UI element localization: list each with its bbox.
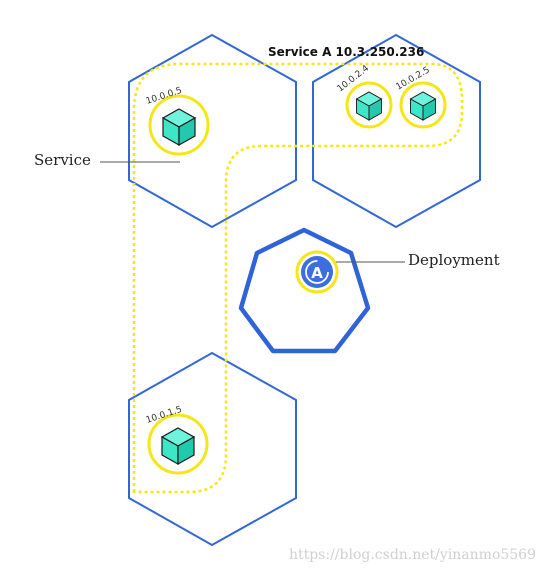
node-hexagon-top-right [312,33,481,229]
node-hexagon-top-left [128,33,297,229]
service-boundary [132,62,464,494]
deployment-heptagon [238,227,371,354]
deployment-label: Deployment [408,251,500,269]
deployment-icon-letter: A [311,264,323,282]
node-hexagon-bottom-left [128,351,297,547]
watermark: https://blog.csdn.net/yinanmo5569 [289,547,536,563]
service-label: Service [34,151,91,169]
pod-10-0-0-5: 10.0.0.5 [145,86,210,156]
pod-10-0-2-4: 10.0.2.4 [336,63,393,129]
pod-10-0-1-5: 10.0.1.5 [145,405,209,475]
pod-10-0-2-5: 10.0.2.5 [395,65,447,129]
deployment-icon: A [295,250,339,294]
service-title: Service A 10.3.250.236 [268,45,424,59]
